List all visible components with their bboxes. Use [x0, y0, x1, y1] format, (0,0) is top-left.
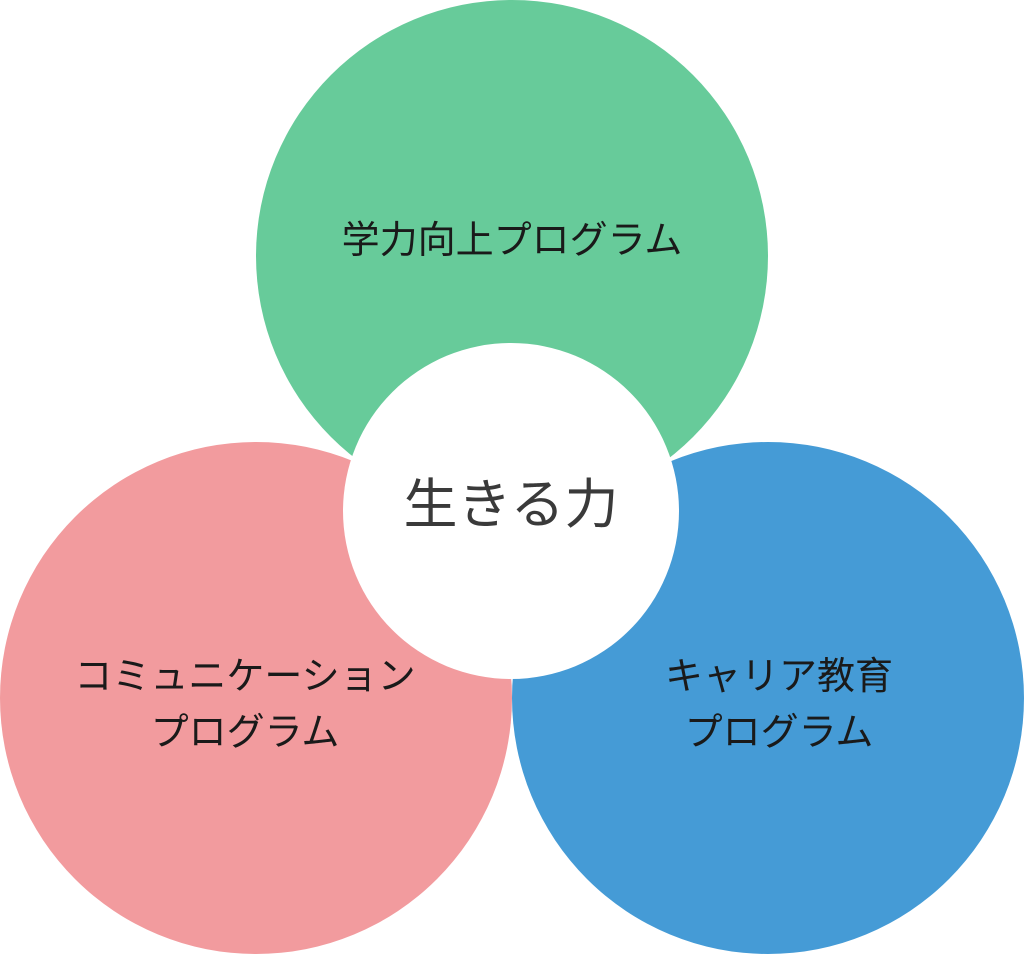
career-program-line-2: プログラム — [684, 710, 874, 754]
core-label: 生きる力 — [403, 473, 619, 536]
career-program-line-1: キャリア教育 — [664, 654, 893, 698]
communication-program-line-2: プログラム — [150, 710, 340, 754]
career-program-label: キャリア教育 プログラム — [534, 648, 1024, 760]
communication-program-line-1: コミュニケーション — [74, 654, 416, 698]
communication-program-label: コミュニケーション プログラム — [0, 648, 490, 760]
academic-program-label: 学力向上プログラム — [341, 218, 683, 262]
core-circle — [343, 343, 679, 679]
